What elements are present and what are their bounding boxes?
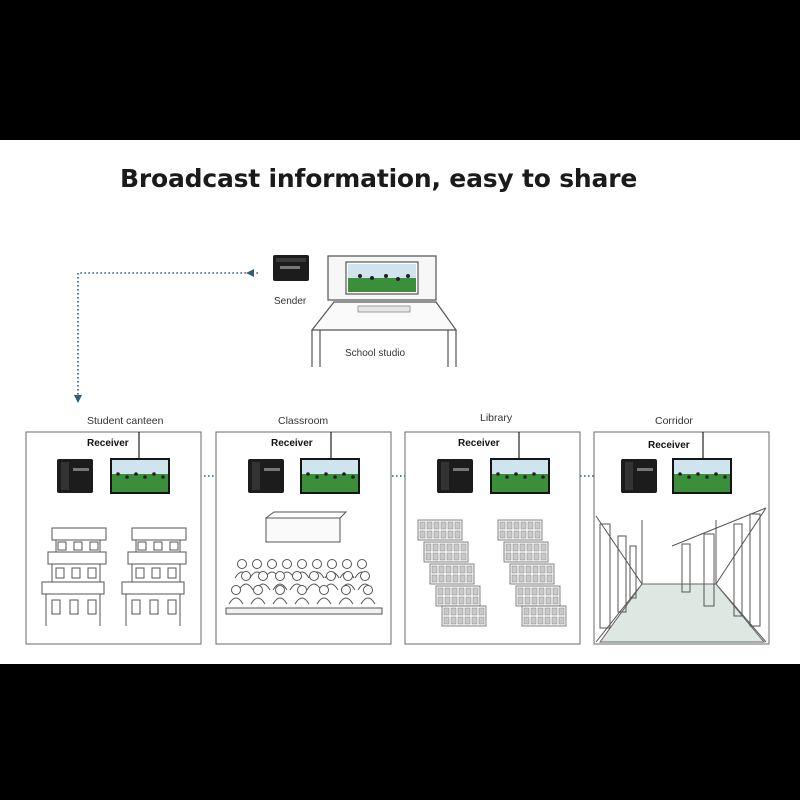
sender-box-icon bbox=[273, 255, 309, 281]
studio-label: School studio bbox=[345, 348, 405, 359]
sender-to-canteen-link bbox=[77, 272, 258, 395]
location-label-library: Library bbox=[480, 412, 513, 424]
bottom-black-bar bbox=[0, 664, 800, 800]
display-screen-icon bbox=[672, 458, 732, 494]
receiver-label-library: Receiver bbox=[458, 438, 500, 449]
receiver-box-icon bbox=[248, 459, 284, 493]
top-black-bar bbox=[0, 0, 800, 140]
receiver-unit-library bbox=[437, 432, 550, 494]
display-screen-icon bbox=[490, 458, 550, 494]
sender-label: Sender bbox=[274, 296, 307, 307]
receiver-label-canteen: Receiver bbox=[87, 438, 129, 449]
receiver-unit-classroom bbox=[248, 432, 360, 494]
display-screen-icon bbox=[110, 458, 170, 494]
display-screen-icon bbox=[300, 458, 360, 494]
library-shelves-icon bbox=[417, 519, 567, 627]
location-label-classroom: Classroom bbox=[278, 415, 328, 427]
receiver-label-corridor: Receiver bbox=[648, 440, 690, 451]
location-label-corridor: Corridor bbox=[655, 415, 693, 427]
location-label-canteen: Student canteen bbox=[87, 415, 164, 427]
receiver-label-classroom: Receiver bbox=[271, 438, 313, 449]
classroom-audience-icon bbox=[225, 511, 383, 615]
receiver-box-icon bbox=[437, 459, 473, 493]
studio-screen bbox=[348, 264, 416, 292]
corridor-perspective-icon bbox=[595, 507, 767, 643]
receiver-unit-canteen bbox=[57, 432, 170, 494]
page-title: Broadcast information, easy to share bbox=[120, 164, 638, 193]
receiver-unit-corridor bbox=[621, 432, 732, 494]
receiver-box-icon bbox=[621, 459, 657, 493]
canteen-tables-icon bbox=[41, 527, 187, 627]
receiver-box-icon bbox=[57, 459, 93, 493]
